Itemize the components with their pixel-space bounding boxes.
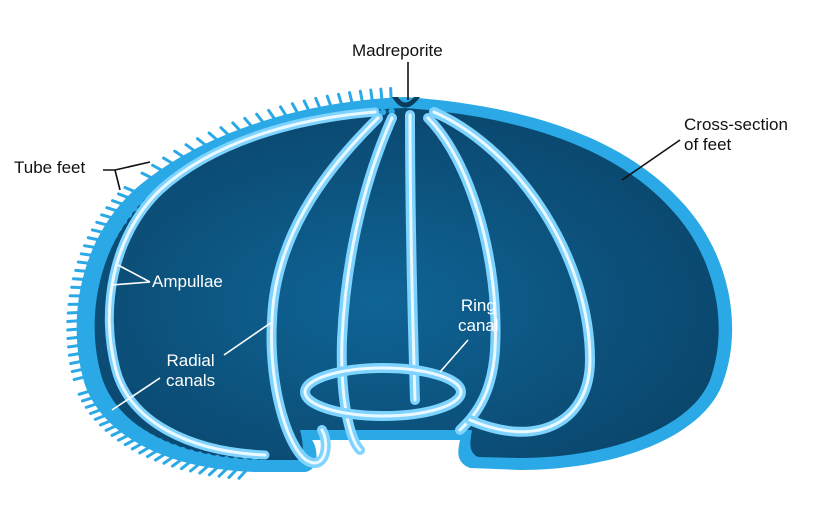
ampulla: [179, 446, 187, 454]
ampulla: [156, 438, 163, 445]
ampulla: [97, 384, 105, 391]
radial-canals-label: Radial canals: [166, 351, 215, 390]
ampulla: [91, 363, 98, 370]
body-interior: [94, 108, 719, 460]
ampulla: [131, 204, 138, 212]
ampulla: [142, 430, 149, 438]
cross-section-label-line2: of feet: [684, 134, 732, 154]
cross-section-leader: [621, 139, 681, 181]
ampulla: [91, 284, 98, 292]
madreporite-label: Madreporite: [352, 41, 443, 60]
ampulla: [129, 422, 137, 429]
ampulla: [118, 412, 125, 420]
ampulla: [388, 108, 395, 115]
radial-canals-leader: [223, 321, 273, 356]
ampulla: [88, 308, 95, 316]
ampulla: [88, 340, 95, 347]
radial-canals: [266, 107, 596, 468]
ampulla: [90, 355, 97, 363]
ampulla: [163, 441, 171, 448]
ampulla: [87, 324, 94, 332]
radial-canals-label-line2: canals: [166, 370, 216, 390]
ampulla: [171, 444, 179, 451]
ring-canal-label-line2: canal: [458, 315, 499, 335]
ampulla: [101, 390, 108, 398]
ampulla: [214, 454, 221, 462]
ampulla: [97, 261, 105, 268]
ampulla: [251, 458, 258, 465]
ampulla: [115, 224, 123, 232]
ampulla: [95, 269, 102, 276]
ampulla: [104, 396, 112, 404]
ring-canal-label: Ring canal: [458, 296, 499, 335]
ampullae-leader: [111, 281, 151, 286]
ampulla: [87, 332, 94, 340]
ampulla: [123, 417, 131, 425]
ampullae-label: Ampullae: [152, 272, 223, 291]
tube-feet-leader: [103, 161, 151, 171]
madreporite: [392, 97, 420, 108]
ampulla: [104, 246, 111, 253]
ampulla: [93, 370, 100, 378]
cross-section-label: Cross-section of feet: [684, 115, 788, 154]
ampulla: [111, 231, 118, 239]
ampulla: [87, 316, 94, 324]
ampulla: [241, 457, 249, 465]
ampulla: [120, 217, 127, 225]
ampulla: [88, 348, 96, 355]
ampulla: [205, 453, 212, 460]
radial-canals-label-line1: Radial: [166, 351, 215, 370]
ampulla: [88, 300, 96, 308]
ampulla: [149, 434, 156, 441]
ampulla: [93, 277, 100, 284]
ampulla: [108, 402, 116, 409]
ampulla: [107, 239, 115, 246]
tube-feet-label: Tube feet: [14, 158, 86, 177]
ring-canal-label-line1: Ring: [460, 296, 496, 315]
ampulla: [113, 407, 120, 415]
ampulla: [187, 449, 195, 456]
ring-canal-leader: [439, 339, 469, 373]
cross-section-label-line1: Cross-section: [684, 115, 788, 134]
ampulla: [89, 292, 97, 300]
ampulla: [232, 456, 239, 464]
ampulla: [135, 426, 143, 434]
ampulla: [379, 108, 387, 116]
ampulla: [196, 451, 203, 458]
ampulla: [223, 456, 230, 463]
ampulla: [100, 253, 108, 261]
ampulla: [125, 211, 133, 218]
